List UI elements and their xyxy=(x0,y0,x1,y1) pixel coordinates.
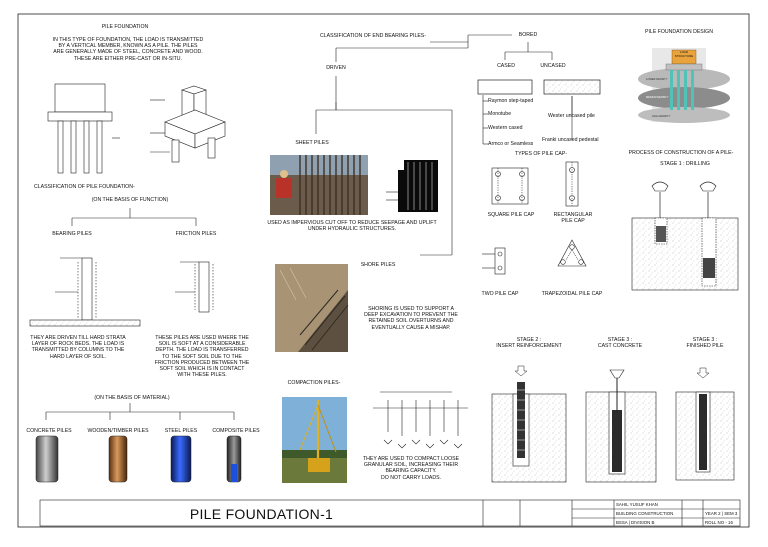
cased-type-4: Armco or Seamless xyxy=(488,141,534,147)
classification-heading: CLASSIFICATION OF PILE FOUNDATION- xyxy=(34,184,135,190)
stage2-reinforcement-drawing xyxy=(491,365,567,483)
end-bearing-heading: CLASSIFICATION OF END BEARING PILES- xyxy=(320,33,426,39)
pile-cap-isometric xyxy=(150,85,226,163)
sheet-pile-photo xyxy=(270,155,368,215)
stage3-finished-pile-drawing xyxy=(675,367,735,481)
driven-label: DRIVEN xyxy=(326,65,346,71)
composite-pile-image xyxy=(226,435,242,483)
title-block-grid xyxy=(39,499,741,527)
rectangular-pile-cap-label: RECTANGULAR PILE CAP xyxy=(553,212,593,225)
uncased-type-1: Wester uncased pile xyxy=(548,113,595,119)
cased-type-1: Raymon step-taped xyxy=(488,98,534,104)
friction-piles-description: THESE PILES ARE USED WHERE THE SOIL IS S… xyxy=(154,335,250,379)
sheet-piles-heading: SHEET PILES xyxy=(295,140,329,146)
shore-piles-description: SHORING IS USED TO SUPPORT A DEEP EXCAVA… xyxy=(364,306,458,331)
svg-text:HIGH DENSITY: HIGH DENSITY xyxy=(652,114,671,118)
trapezoidal-pile-cap-drawing xyxy=(557,239,587,267)
material-steel-label: STEEL PILES xyxy=(164,428,198,434)
pile-foundation-title: PILE FOUNDATION xyxy=(101,24,149,30)
trapezoidal-pile-cap-label: TRAPEZOIDAL PILE CAP xyxy=(541,291,603,297)
construction-heading: PROCESS OF CONSTRUCTION OF A PILE- xyxy=(628,150,734,156)
compaction-piles-heading: COMPACTION PILES- xyxy=(287,380,341,386)
stage1-drilling-drawing xyxy=(631,181,739,291)
square-pile-cap-drawing xyxy=(491,167,529,205)
stage3-cast-label: STAGE 3 : CAST CONCRETE xyxy=(597,337,643,350)
uncased-type-2: Franki uncased pedestal xyxy=(542,137,599,143)
rectangular-pile-cap-drawing xyxy=(565,161,579,207)
svg-text:LOWER DENSITY: LOWER DENSITY xyxy=(646,77,668,81)
cased-type-2: Monotube xyxy=(488,111,512,117)
shore-pile-photo xyxy=(275,264,349,352)
timber-pile-image xyxy=(108,435,128,483)
end-bearing-tree-lines xyxy=(315,34,573,256)
friction-piles-label: FRICTION PILES xyxy=(175,231,217,237)
bearing-piles-label: BEARING PILES xyxy=(52,231,92,237)
bored-label: BORED xyxy=(518,32,538,38)
pile-design-illustration: LOWER DENSITY MEDIUM DENSITY HIGH DENSIT… xyxy=(638,48,730,123)
basis-function-label: (ON THE BASIS OF FUNCTION) xyxy=(91,197,169,203)
two-pile-cap-label: TWO PILE CAP xyxy=(481,291,519,297)
sheet-piles-description: USED AS IMPERVIOUS CUT OFF TO REDUCE SEE… xyxy=(267,220,437,233)
pile-cap-elevation xyxy=(47,83,120,174)
cased-pile-symbol xyxy=(477,79,533,95)
cased-type-3: Western cased xyxy=(488,125,523,131)
friction-pile-diagram xyxy=(175,261,214,313)
bearing-pile-diagram xyxy=(29,257,141,327)
pile-cap-heading: TYPES OF PILE CAP- xyxy=(514,151,568,157)
bearing-piles-description: THEY ARE DRIVEN TILL HARD STRATA LAYER O… xyxy=(30,335,126,360)
uncased-pile-symbol xyxy=(543,79,601,95)
year-semester: YEAR 2 | SEM 3 xyxy=(705,511,738,516)
compaction-piles-description: THEY ARE USED TO COMPACT LOOSE GRANULAR … xyxy=(362,456,460,481)
two-pile-cap-drawing xyxy=(482,247,506,275)
stage2-label: STAGE 2 : INSERT REINFORCEMENT xyxy=(496,337,562,350)
square-pile-cap-label: SQUARE PILE CAP xyxy=(487,212,535,218)
student-name: SAHIL YUSUF KHAN xyxy=(616,502,658,507)
stage3-finished-label: STAGE 3 : FINISHED PILE xyxy=(686,337,724,350)
shore-piles-heading: SHORE PILES xyxy=(360,262,396,268)
roll-number: ROLL NO - 16 xyxy=(705,520,733,525)
cased-label: CASED xyxy=(497,63,515,69)
material-timber-label: WOODEN/TIMBER PILES xyxy=(87,428,149,434)
compaction-pile-drawing xyxy=(373,391,468,449)
sheet-title: PILE FOUNDATION-1 xyxy=(189,506,334,522)
load-structure-label: LOAD STRUCTURE xyxy=(674,50,694,58)
compaction-pile-photo xyxy=(282,397,347,483)
sheet-pile-section-drawing xyxy=(386,158,438,212)
material-composite-label: COMPOSITE PILES xyxy=(212,428,260,434)
function-tree-lines xyxy=(71,208,197,226)
steel-pile-image xyxy=(170,435,192,483)
design-heading: PILE FOUNDATION DESIGN xyxy=(645,29,713,35)
division-label: BSSA | DIVISION B xyxy=(616,520,655,525)
stage1-label: STAGE 1 : DRILLING xyxy=(660,161,710,167)
basis-material-label: (ON THE BASIS OF MATERIAL) xyxy=(94,395,170,401)
svg-text:MEDIUM DENSITY: MEDIUM DENSITY xyxy=(646,95,669,99)
pile-foundation-intro: IN THIS TYPE OF FOUNDATION, THE LOAD IS … xyxy=(52,37,204,62)
uncased-label: UNCASED xyxy=(540,63,566,69)
material-concrete-label: CONCRETE PILES xyxy=(26,428,72,434)
concrete-pile-image xyxy=(35,435,59,483)
stage3-cast-concrete-drawing xyxy=(585,369,657,483)
material-tree-lines xyxy=(45,403,235,420)
subject-name: BUILDING CONSTRUCTION xyxy=(616,511,674,516)
